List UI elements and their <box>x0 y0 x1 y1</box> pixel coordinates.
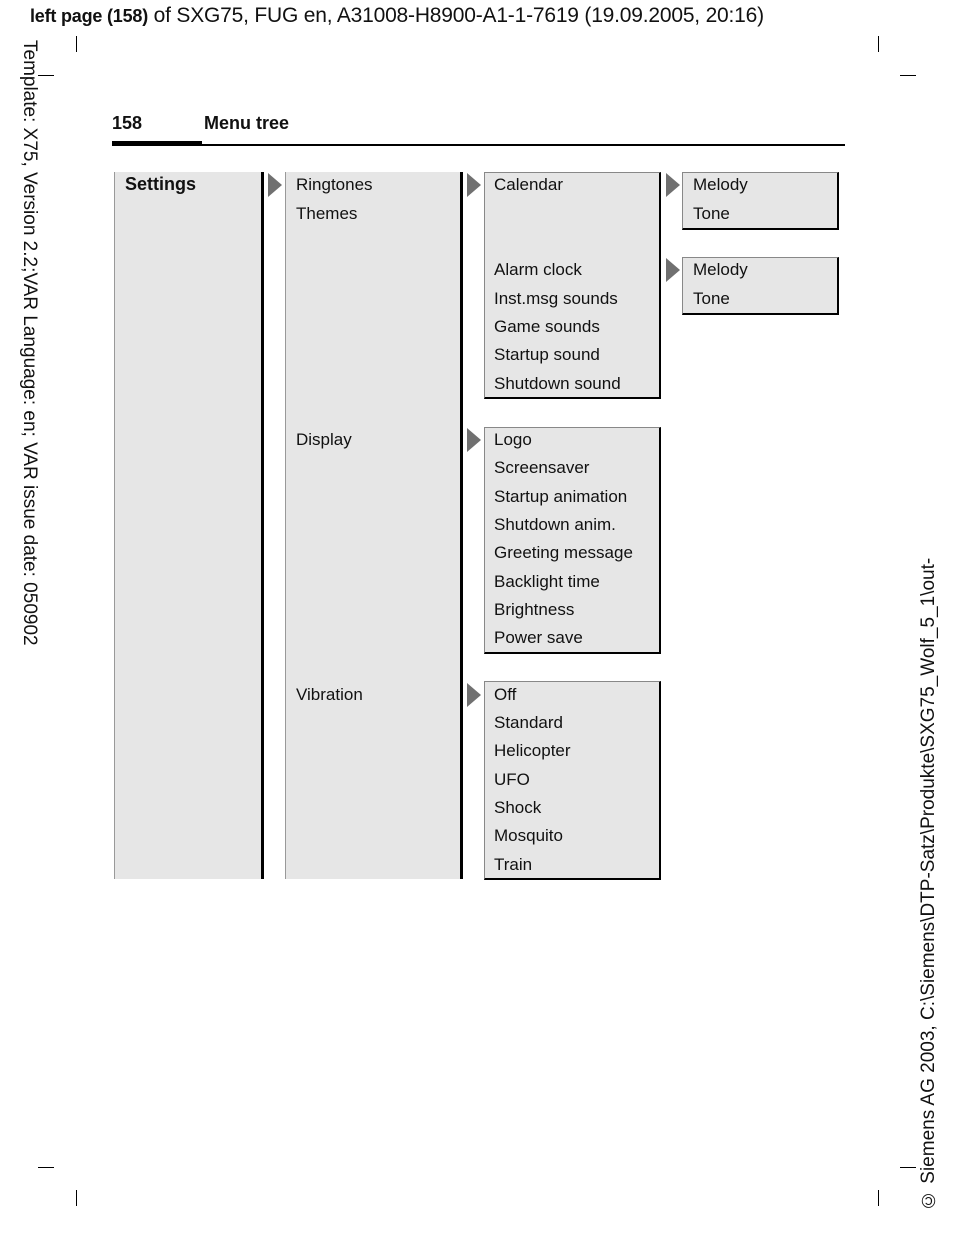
menu-item-melody: Melody <box>693 175 748 194</box>
menu-item-tone: Tone <box>693 204 730 223</box>
menu-item-mosquito: Mosquito <box>494 826 563 845</box>
menu-item-display: Display <box>296 430 352 449</box>
alarm-clock-submenu <box>682 257 839 315</box>
menu-item-greeting-message: Greeting message <box>494 543 633 562</box>
menu-item-ufo: UFO <box>494 770 530 789</box>
template-info: Template: X75, Version 2.2;VAR Language:… <box>19 40 40 646</box>
vibration-submenu <box>484 681 661 880</box>
ringtones-submenu <box>484 172 661 399</box>
calendar-submenu <box>682 172 839 230</box>
menu-item-logo: Logo <box>494 430 532 449</box>
menu-column-settings-sub <box>285 172 461 879</box>
menu-item-shock: Shock <box>494 798 542 817</box>
menu-item-tone: Tone <box>693 289 730 308</box>
menu-item-game-sounds: Game sounds <box>494 317 600 336</box>
menu-item-startup-sound: Startup sound <box>494 345 600 364</box>
production-slug: left page (158) of SXG75, FUG en, A31008… <box>30 4 764 28</box>
submenu-arrow-icon <box>467 173 481 197</box>
display-submenu <box>484 427 661 654</box>
header-rule-accent <box>112 141 202 146</box>
menu-item-screensaver: Screensaver <box>494 458 590 477</box>
submenu-arrow-icon <box>666 173 680 197</box>
menu-item-helicopter: Helicopter <box>494 741 571 760</box>
menu-item-themes: Themes <box>296 204 358 223</box>
crop-mark <box>38 75 54 76</box>
menu-item-shutdown-sound: Shutdown sound <box>494 374 621 393</box>
header-rule <box>112 144 845 146</box>
menu-item-backlight-time: Backlight time <box>494 572 600 591</box>
submenu-arrow-icon <box>467 683 481 707</box>
menu-item-brightness: Brightness <box>494 600 575 619</box>
crop-mark <box>900 75 916 76</box>
menu-item-inst-msg-sounds: Inst.msg sounds <box>494 289 618 308</box>
menu-item-startup-animation: Startup animation <box>494 487 628 506</box>
menu-item-melody: Melody <box>693 260 748 279</box>
menu-item-settings: Settings <box>125 174 197 194</box>
menu-item-ringtones: Ringtones <box>296 175 373 194</box>
submenu-arrow-icon <box>467 428 481 452</box>
page-title: Menu tree <box>204 113 290 133</box>
slug-page-ref: left page (158) <box>30 6 149 26</box>
menu-item-train: Train <box>494 855 533 874</box>
crop-mark <box>76 36 77 52</box>
page-number: 158 <box>112 113 143 133</box>
copyright-path: © Siemens AG 2003, C:\Siemens\DTP-Satz\P… <box>918 557 939 1210</box>
crop-mark <box>76 1190 77 1206</box>
submenu-arrow-icon <box>268 173 282 197</box>
menu-item-shutdown-anim: Shutdown anim. <box>494 515 616 534</box>
crop-mark <box>878 36 879 52</box>
menu-item-off: Off <box>494 685 517 704</box>
menu-item-power-save: Power save <box>494 628 583 647</box>
submenu-arrow-icon <box>666 258 680 282</box>
menu-column-settings <box>114 172 262 879</box>
menu-item-alarm-clock: Alarm clock <box>494 260 582 279</box>
crop-mark <box>38 1167 54 1168</box>
column-divider <box>261 172 264 879</box>
menu-item-calendar: Calendar <box>494 175 563 194</box>
menu-item-vibration: Vibration <box>296 685 363 704</box>
crop-mark <box>878 1190 879 1206</box>
crop-mark <box>900 1167 916 1168</box>
menu-item-standard: Standard <box>494 713 563 732</box>
slug-doc-info: of SXG75, FUG en, A31008-H8900-A1-1-7619… <box>148 4 764 27</box>
column-divider <box>460 172 463 879</box>
